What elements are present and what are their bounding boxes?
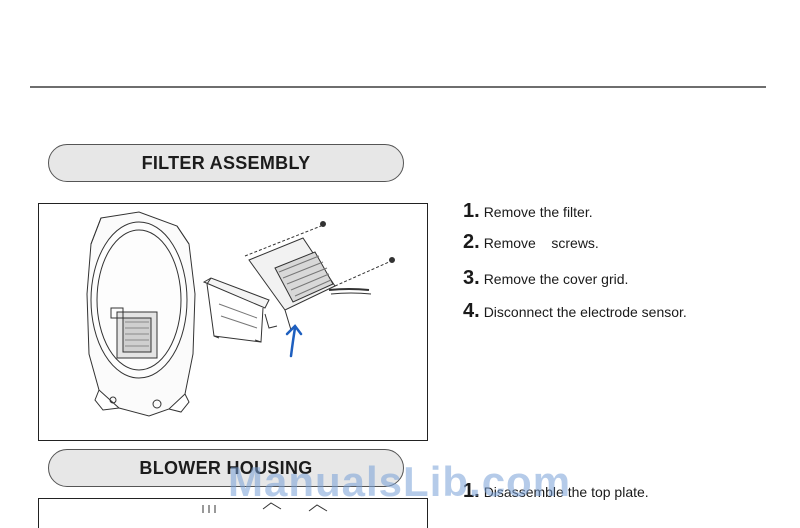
step-number: 3. <box>463 267 480 289</box>
step-number: 1. <box>463 480 480 502</box>
list-item: 2. Remove screws. <box>463 231 599 254</box>
step-number: 4. <box>463 300 480 322</box>
step-text: Remove screws. <box>483 235 599 251</box>
up-arrow-icon <box>285 324 303 358</box>
watermark-logo: ManualsLib.com <box>228 458 572 505</box>
exploded-view-drawing <box>86 211 395 417</box>
step-text: Remove the cover grid. <box>483 271 629 287</box>
section-title-filter-assembly: FILTER ASSEMBLY <box>48 144 404 182</box>
section-title-blower-housing: BLOWER HOUSING <box>48 449 404 487</box>
header-rule <box>30 86 766 88</box>
list-item: 1. Remove the filter. <box>463 200 593 223</box>
step-text: Remove the filter. <box>483 204 593 220</box>
step-number: 2. <box>463 231 480 253</box>
step-text: Disconnect the electrode sensor. <box>483 304 687 320</box>
filter-assembly-illustration <box>38 203 428 441</box>
list-item: 3. Remove the cover grid. <box>463 267 628 290</box>
list-item: 1. Disassemble the top plate. <box>463 480 649 503</box>
step-text: Disassemble the top plate. <box>483 484 649 500</box>
list-item: 4. Disconnect the electrode sensor. <box>463 300 687 323</box>
step-number: 1. <box>463 200 480 222</box>
